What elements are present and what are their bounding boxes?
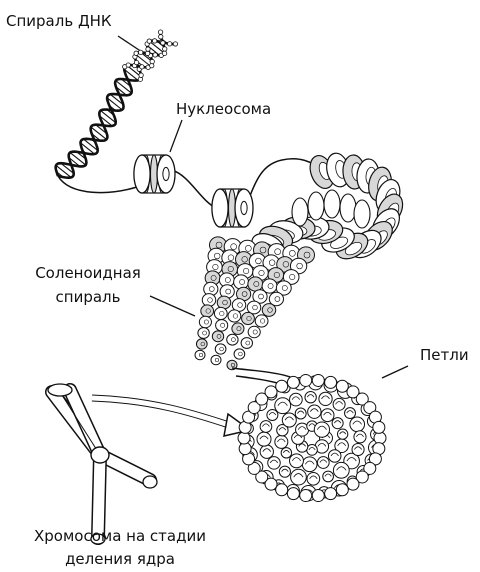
solenoid-coil <box>195 151 408 370</box>
chromosome <box>48 384 157 544</box>
chromosome-label-line2: деления ядра <box>10 548 230 570</box>
chromosome-label-line1: Хромосома на стадии <box>10 525 230 547</box>
nucleosome <box>212 189 253 227</box>
nucleosome-leader-line <box>170 120 182 152</box>
nucleosome <box>134 155 175 193</box>
solenoid-label-line2: спираль <box>22 286 154 308</box>
solenoid-leader-line <box>150 296 195 316</box>
chromosome-arrow <box>92 398 250 436</box>
linker-dna <box>58 159 322 208</box>
loops-leader-line <box>382 366 408 378</box>
loop-rosette <box>238 374 386 501</box>
solenoid-label-line1: Соленоидная <box>22 262 154 284</box>
loops-label: Петли <box>420 344 469 366</box>
dna-helix-label: Спираль ДНК <box>6 10 112 32</box>
nucleosome-label: Нуклеосома <box>176 98 271 120</box>
